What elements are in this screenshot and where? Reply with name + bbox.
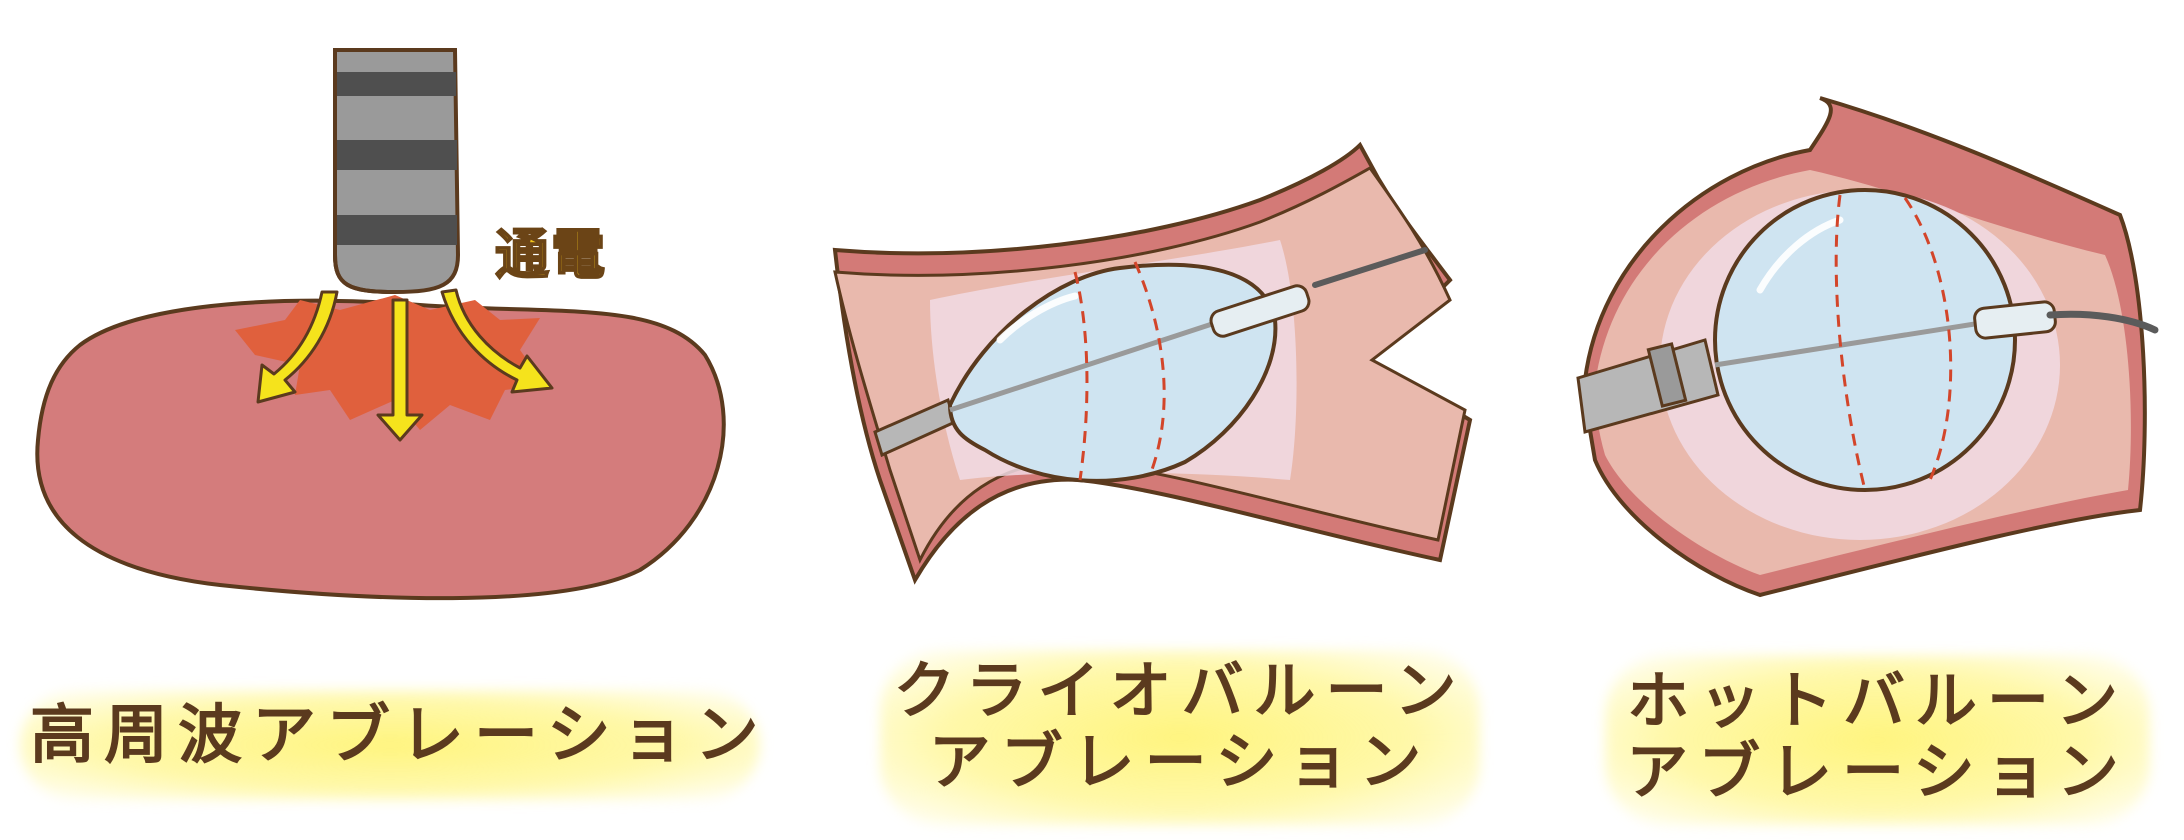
hotballoon-figure [1576,96,2159,598]
hot-tip [1973,300,2057,340]
arrow-down [376,298,424,442]
label-line: ホットバルーン [1627,664,2128,737]
label-line: アブレーション [1626,735,2129,809]
label-line: 高周波アブレーション [30,699,769,773]
label-line: アブレーション [928,725,1432,799]
energy-arrows [256,288,554,442]
label-highlight [20,690,760,800]
cryoballoon-label: クライオバルーン アブレーション [880,655,1480,798]
rf-catheter [333,48,461,295]
label-highlight [1605,655,2150,825]
rf-ablation-figure [35,48,726,601]
hotballoon-label: ホットバルーン アブレーション [1605,665,2150,808]
current-label: 通電 [494,222,607,287]
arrow-left [256,290,339,404]
arrow-right [440,288,554,394]
label-line: クライオバルーン [893,654,1467,727]
cryoballoon-figure [832,141,1473,585]
label-highlight [880,650,1480,825]
cryo-tip [1209,284,1311,338]
rf-ablation-label: 高周波アブレーション [30,699,769,774]
